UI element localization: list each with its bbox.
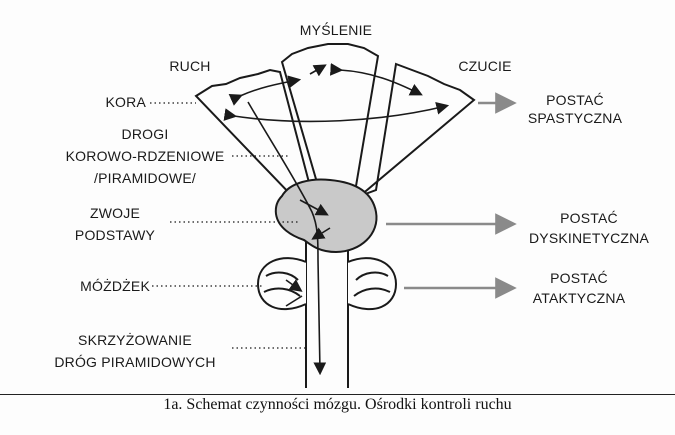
outcome-arrows <box>386 92 517 299</box>
label-kora: KORA <box>105 94 146 110</box>
brainstem <box>305 240 349 388</box>
figure-caption: 1a. Schemat czynności mózgu. Ośrodki kon… <box>163 396 512 413</box>
label-czucie: CZUCIE <box>458 58 512 74</box>
label-myslenie: MYŚLENIE <box>299 22 373 38</box>
cortex-association-arrows <box>223 63 450 123</box>
leader-lines <box>150 102 306 349</box>
cerebellum <box>256 257 398 311</box>
label-mozdzek: MÓŻDŻEK <box>80 278 150 294</box>
basal-ganglia <box>274 178 378 254</box>
pyramidal-tract <box>247 101 331 376</box>
cortex-right-sector <box>359 62 476 197</box>
caption-divider <box>0 394 675 395</box>
label-ruch: RUCH <box>169 58 211 74</box>
